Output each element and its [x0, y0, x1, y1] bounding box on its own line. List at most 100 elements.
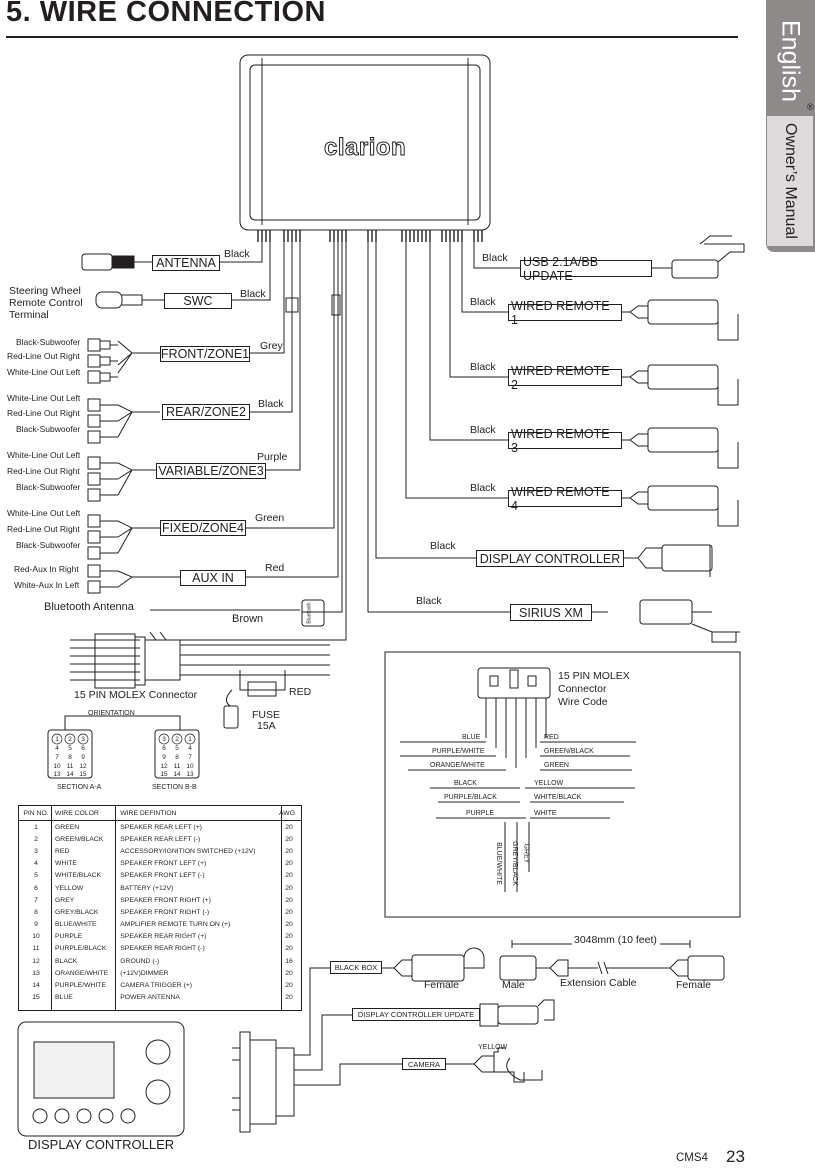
rca-plug-set-zone4 [87, 514, 160, 560]
section-a-block [47, 729, 93, 779]
wire-code-right-2: GREEN/BLACK [544, 748, 594, 755]
molex-connector-label: 15 PIN MOLEX Connector [74, 689, 198, 701]
zone4-plug-2: Red-Line Out Right [7, 524, 80, 534]
zone2-plug-2: Red-Line Out Right [7, 408, 80, 418]
wire-remote4 [405, 242, 508, 499]
swc-terminal-line1: Steering Wheel [9, 285, 81, 297]
remote3-wire-color: Black [470, 424, 496, 436]
zone2-plug-1: White-Line Out Left [7, 393, 81, 403]
awg: 20 [285, 884, 293, 892]
section-a-pin-1: 1 [55, 736, 59, 743]
awg: 20 [285, 908, 293, 916]
section-b-pin-7: 7 [188, 754, 192, 761]
zone4-box: FIXED/ZONE4 [160, 520, 246, 536]
rca-plug-set-aux [87, 564, 180, 594]
wire-definition: SPEAKER REAR LEFT (-) [120, 835, 201, 843]
fuse-wire-color: RED [289, 686, 312, 698]
wire-code-leads-bottom [504, 822, 530, 892]
orientation-lines [64, 715, 181, 730]
wire-definition: ACCESSORY/IGNITION SWITCHED (+12V) [120, 847, 256, 855]
section-b-pin-15: 15 [160, 771, 168, 778]
awg: 20 [285, 933, 293, 941]
wire-antenna [220, 242, 263, 263]
wire-code-title-1: 15 PIN MOLEX [558, 670, 630, 682]
display-wire-color: Black [430, 540, 456, 552]
wire-definition: SPEAKER REAR RIGHT (-) [120, 945, 205, 953]
sirius-connector [592, 599, 740, 643]
zone3-plug-2: Red-Line Out Right [7, 466, 80, 476]
wire-zone1 [250, 242, 285, 354]
swc-terminal-line2: Remote Control [9, 297, 83, 309]
main-unit [239, 54, 491, 231]
wire-code-right-3: GREEN [544, 762, 569, 769]
wire-code-left-6: PURPLE [466, 810, 495, 817]
remote2-box: WIRED REMOTE 2 [508, 364, 622, 392]
black-box-plug [380, 947, 485, 982]
awg: 20 [285, 969, 293, 977]
remote1-wire-color: Black [470, 296, 496, 308]
pin-table-header: PIN NO. WIRE COLOR WIRE DEFINTION AWG [19, 806, 301, 821]
wire-definition: POWER ANTENNA [120, 994, 180, 1002]
wire-code-left-3: ORANGE/WHITE [430, 762, 485, 769]
yellow-wire-label: YELLOW [478, 1044, 508, 1051]
orientation-label: ORIENTATION [88, 710, 135, 717]
section-b-label: SECTION B-B [152, 784, 197, 791]
inline-fuse-top [285, 297, 299, 313]
zone3-plug-3: Black-Subwoofer [16, 482, 81, 492]
section-a-pin-15: 15 [79, 771, 87, 778]
pin-table-header-definition: WIRE DEFINTION [118, 806, 277, 821]
wire-zone2 [250, 242, 293, 413]
section-b-pin-11: 11 [174, 763, 181, 770]
wire-color: GREEN/BLACK [55, 835, 104, 843]
page-title: 5. WIRE CONNECTION [6, 0, 326, 28]
zone1-plug-3: White-Line Out Left [7, 367, 81, 377]
aux-wire-color: Red [265, 562, 285, 574]
zone3-box: VARIABLE/ZONE3 [156, 463, 266, 479]
main-unit-top-face [249, 64, 481, 221]
wire-color: GREY [55, 896, 75, 904]
rca-plug-set-zone2 [87, 398, 160, 444]
dc-cable-camera [294, 1063, 402, 1086]
wire-code-left-4: BLACK [454, 780, 477, 787]
section-b-pin-2: 2 [175, 736, 179, 743]
aux-box: AUX IN [180, 570, 246, 586]
aux-plug-1: Red-Aux In Right [14, 564, 79, 574]
remote1-box: WIRED REMOTE 1 [508, 299, 622, 327]
side-tab-manual: Owner’s Manual [767, 116, 813, 246]
zone2-box: REAR/ZONE2 [162, 404, 250, 420]
wire-definition: CAMERA TRIGGER (+) [120, 982, 193, 990]
section-a-pin-2: 2 [68, 736, 72, 743]
awg: 20 [285, 860, 293, 868]
section-a-pin-5: 5 [68, 745, 72, 752]
wire-code-right-1: RED [544, 734, 559, 741]
display-controller-knob-top [145, 1039, 171, 1065]
awg: 20 [285, 847, 293, 855]
awg: 20 [285, 945, 293, 953]
wire-display [375, 242, 476, 559]
pin-no: 4 [34, 860, 38, 868]
remote-connector-1 [620, 299, 739, 341]
camera-plug [446, 1047, 543, 1083]
wire-definition: BATTERY (+12V) [120, 884, 174, 892]
male-label: Male [502, 979, 525, 991]
awg: 20 [285, 921, 293, 929]
zone1-box: FRONT/ZONE1 [160, 346, 250, 362]
black-box-label: BLACK BOX [330, 961, 382, 974]
dc-update-label: DISPLAY CONTROLLER UPDATE [352, 1008, 480, 1021]
section-a-pin-12: 12 [79, 763, 87, 770]
page-number: 23 [726, 1147, 745, 1166]
pin-no: 6 [34, 884, 38, 892]
swc-box: SWC [164, 293, 232, 309]
wire-color: YELLOW [55, 884, 84, 892]
wire-color: ORANGE/WHITE [55, 969, 109, 977]
fuse-label-2: 15A [257, 720, 276, 732]
wire-color: GREY/BLACK [55, 908, 99, 916]
wire-definition: SPEAKER REAR RIGHT (+) [120, 933, 207, 941]
side-tab-language: English [776, 20, 805, 102]
swc-terminal-line3: Terminal [9, 309, 49, 321]
